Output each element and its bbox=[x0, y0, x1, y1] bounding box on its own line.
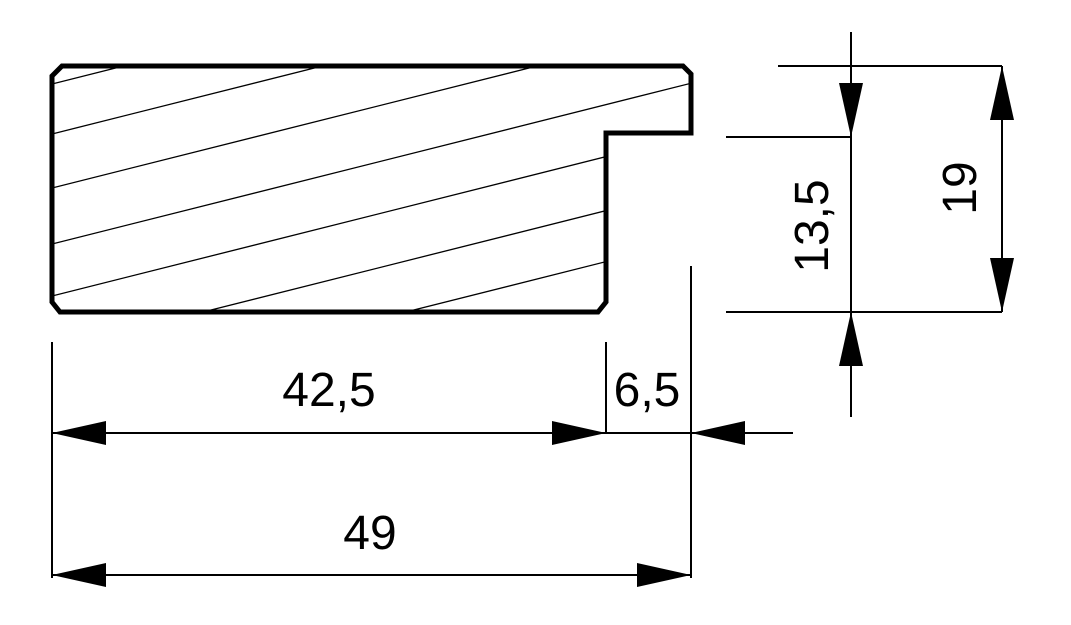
hatch-line bbox=[52, 82, 691, 245]
arrow-19-bottom bbox=[990, 258, 1014, 312]
hatch-line bbox=[52, 66, 691, 85]
hatch-line bbox=[52, 66, 691, 189]
dimension-label-6-5: 6,5 bbox=[614, 364, 681, 417]
hatch-line bbox=[52, 134, 691, 297]
dimension-label-19: 19 bbox=[934, 161, 987, 214]
profile-outline bbox=[49, 63, 694, 315]
dimension-lines bbox=[52, 32, 1003, 576]
arrow-13-5-bottom bbox=[839, 312, 863, 366]
extension-lines bbox=[51, 65, 1002, 578]
arrow-19-top bbox=[990, 66, 1014, 120]
hatch-line bbox=[52, 188, 691, 312]
hatch-line bbox=[52, 239, 691, 312]
dimension-label-42-5: 42,5 bbox=[282, 364, 375, 417]
arrow-13-5-top bbox=[839, 83, 863, 137]
arrow-42-5-right bbox=[552, 421, 606, 445]
section-hatching bbox=[52, 66, 691, 312]
dimension-label-13-5: 13,5 bbox=[786, 179, 839, 272]
hatch-line bbox=[52, 66, 691, 135]
arrow-49-left bbox=[52, 563, 106, 587]
arrowheads bbox=[52, 66, 1014, 587]
arrow-49-right bbox=[637, 563, 691, 587]
dimension-label-49: 49 bbox=[343, 507, 396, 560]
arrow-42-5-left bbox=[52, 421, 106, 445]
arrow-6-5-right bbox=[691, 421, 745, 445]
